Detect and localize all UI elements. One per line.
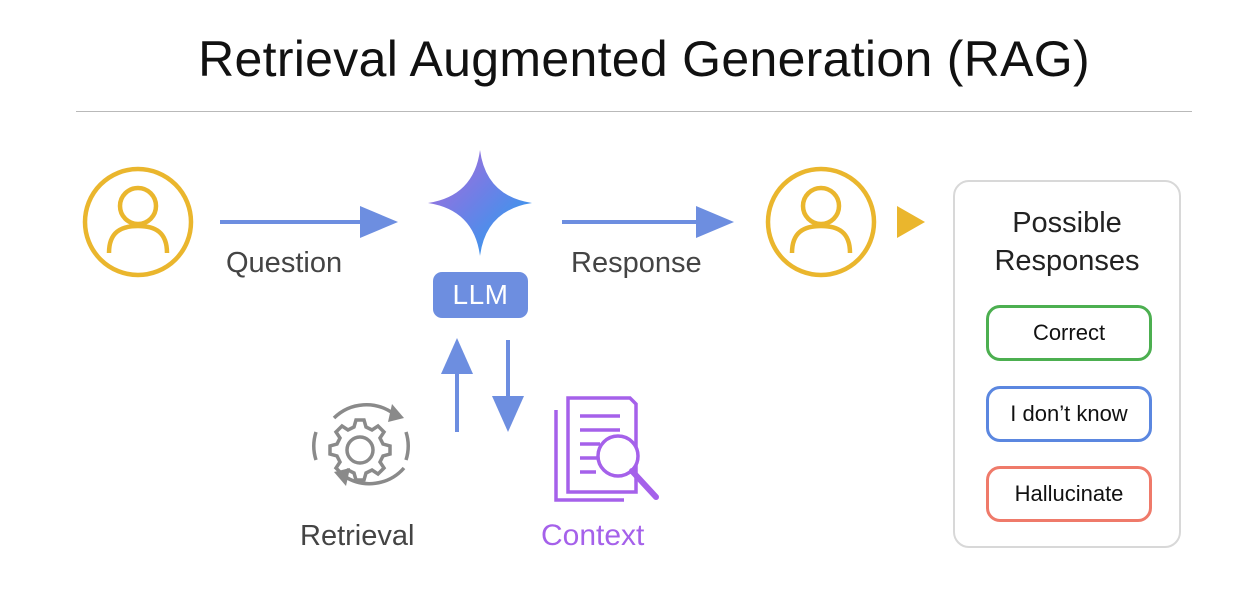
- context-down-arrow: [492, 340, 524, 432]
- llm-star-icon: [428, 150, 532, 256]
- response-i-dont-know: I don’t know: [986, 386, 1152, 442]
- panel-title-line2: Responses: [994, 245, 1140, 277]
- user-icon: [82, 166, 194, 278]
- response-hallucinate: Hallucinate: [986, 466, 1152, 522]
- context-label: Context: [541, 519, 645, 552]
- gear-cycle-icon: [312, 403, 410, 486]
- question-arrow: [220, 206, 398, 238]
- document-search-icon: [554, 396, 659, 502]
- response-label: Response: [571, 247, 702, 279]
- llm-badge: LLM: [433, 272, 528, 318]
- response-correct: Correct: [986, 305, 1152, 361]
- triangle-pointer-icon: [897, 206, 925, 238]
- user-icon: [765, 166, 877, 278]
- panel-title: Possible Responses: [955, 204, 1179, 280]
- page-title: Retrieval Augmented Generation (RAG): [198, 31, 1090, 87]
- question-label: Question: [226, 247, 343, 279]
- retrieval-label: Retrieval: [300, 520, 415, 552]
- possible-responses-panel: Possible Responses Correct I don’t know …: [953, 180, 1181, 548]
- retrieval-up-arrow: [441, 338, 473, 432]
- response-arrow: [562, 206, 734, 238]
- title-divider: [76, 111, 1192, 112]
- panel-title-line1: Possible: [1012, 207, 1122, 239]
